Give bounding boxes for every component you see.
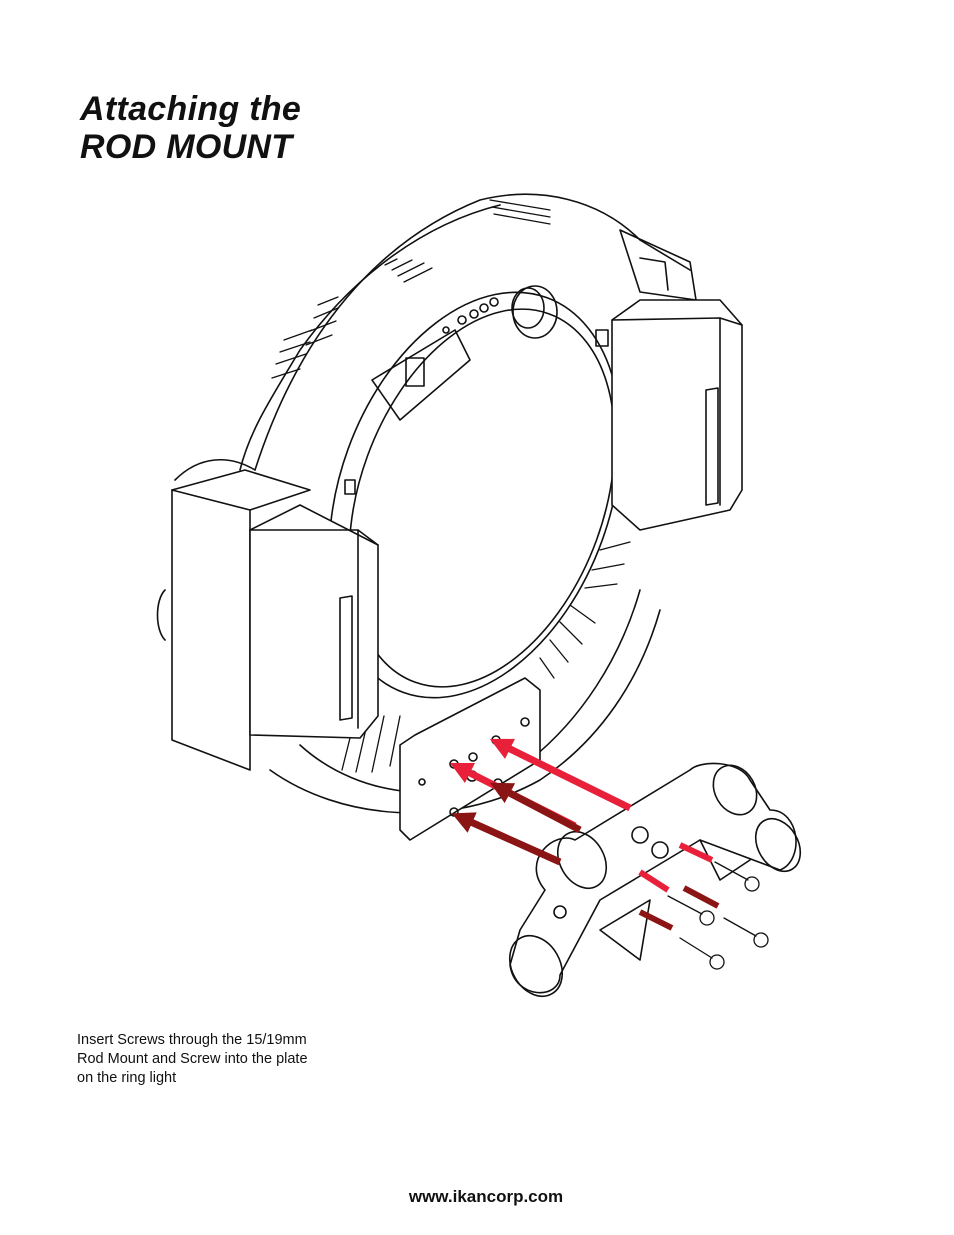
caption-line-3: on the ring light xyxy=(77,1070,177,1086)
arrow-light-top xyxy=(489,738,632,812)
arrow-light-screw-b xyxy=(638,869,670,893)
ring-housing xyxy=(174,193,697,814)
page-title: Attaching the ROD MOUNT xyxy=(80,90,301,166)
arrow-dark-screw-a xyxy=(682,885,720,909)
left-battery xyxy=(156,469,379,771)
vent-slots xyxy=(271,199,631,773)
caption-line-2: Rod Mount and Screw into the plate xyxy=(77,1051,308,1067)
title-line-2: ROD MOUNT xyxy=(80,128,293,166)
right-battery xyxy=(595,299,743,531)
website-url: www.ikancorp.com xyxy=(408,1187,564,1206)
direction-arrows xyxy=(449,738,720,931)
arrow-dark-bottom xyxy=(451,812,562,866)
rod-mount-bracket xyxy=(508,762,802,997)
control-panel xyxy=(371,285,558,421)
caption-line-1: Insert Screws through the 15/19mm xyxy=(77,1032,307,1048)
footer: www.ikancorp.com xyxy=(0,1187,954,1207)
arrow-light-screw-a xyxy=(678,842,714,863)
ring-light-rod-mount-diagram xyxy=(156,193,802,997)
arrow-dark-middle xyxy=(490,782,582,834)
title-line-1: Attaching the xyxy=(80,90,302,128)
instruction-caption: Insert Screws through the 15/19mm Rod Mo… xyxy=(77,1031,377,1088)
mounting-plate xyxy=(399,677,541,841)
screws xyxy=(667,861,769,970)
arrow-dark-screw-b xyxy=(638,909,674,931)
